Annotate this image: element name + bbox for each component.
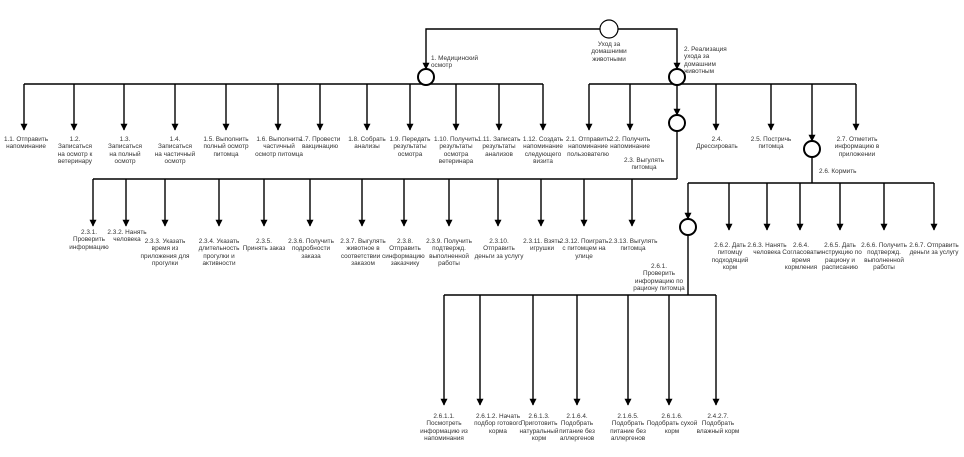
node-label-n1: 1. Медицинский осмотр bbox=[431, 55, 479, 70]
node-label-n1-4: 1.4. Записаться на частичный осмотр bbox=[154, 136, 196, 165]
node-label-n2-3-1: 2.3.1. Проверить информацию bbox=[69, 229, 109, 251]
node-label-n2-6-1-1: 2.6.1.1. Посмотреть информацию из напоми… bbox=[420, 413, 468, 442]
node-label-n1-12: 1.12. Создать напоминание следующего виз… bbox=[522, 136, 564, 165]
gateway-circles bbox=[417, 19, 821, 236]
gateway-circle-n2-6-1[interactable] bbox=[679, 218, 697, 236]
node-label-n2-6-5: 2.6.5. Дать инструкцию по рациону и расп… bbox=[818, 242, 862, 271]
node-label-n2-6-1-4: 2.1.6.4. Подобрать питание без аллергено… bbox=[559, 413, 595, 442]
node-label-n2-6-6: 2.6.6. Получить подтвержд. выполненной р… bbox=[861, 242, 907, 271]
node-label-n2-6-1-6: 2.6.1.6. Подобрать сухой корм bbox=[646, 413, 698, 435]
node-label-n1-11: 1.11. Записать результаты анализов bbox=[477, 136, 521, 158]
node-label-n2-7: 2.7. Отметить информацию в приложении bbox=[834, 136, 880, 158]
node-label-n2-3-12: 2.3.12. Поиграть с питомцем на улице bbox=[559, 238, 609, 260]
gateway-circle-n2[interactable] bbox=[668, 68, 686, 86]
bus-node-2-6-1 bbox=[444, 235, 716, 296]
gateway-circle-n1[interactable] bbox=[417, 68, 435, 86]
node-label-n2-6: 2.6. Кормить bbox=[819, 168, 857, 175]
node-label-n2-3-4: 2.3.4. Указать длительность прогулки и а… bbox=[198, 238, 240, 267]
node-label-n2-6-1-2: 2.6.1.2. Начать подбор готового корма bbox=[474, 413, 522, 435]
node-label-n2-3-7: 2.3.7. Выгулять животное в соответствии … bbox=[340, 238, 386, 267]
node-label-n2-1: 2.1. Отправить напоминание пользователю bbox=[565, 136, 611, 158]
node-label-n2-3-3: 2.3.3. Указать время из приложения для п… bbox=[140, 238, 190, 267]
connector-lines bbox=[20, 28, 938, 406]
edge-root-to-1 bbox=[422, 28, 600, 70]
node-label-n2-6-1-3: 2.6.1.3. Приготовить натуральный корм bbox=[519, 413, 559, 442]
node-label-n1-8: 1.8. Собрать анализы bbox=[348, 136, 386, 151]
node-label-root: Уход за домашними животными bbox=[591, 41, 627, 63]
node-label-n2-2: 2.2. Получить напоминание bbox=[609, 136, 651, 151]
node-label-n2-6-7: 2.6.7. Отправить деньги за услугу bbox=[909, 242, 959, 257]
node-label-n2-3-5: 2.3.5. Принять заказ bbox=[242, 238, 286, 253]
node-label-n2-6-1-7: 2.4.2.7. Подобрать влажный корм bbox=[696, 413, 740, 435]
node-label-n1-6: 1.6. Выполнить частичный осмотр питомца bbox=[255, 136, 303, 158]
bus-node-2-6 bbox=[688, 157, 934, 184]
node-label-n2-6-1: 2.6.1. Проверить информацию по рациону п… bbox=[633, 263, 685, 292]
bus-node-1 bbox=[24, 83, 543, 85]
node-label-n2-3-13: 2.3.13. Выгулять питомца bbox=[608, 238, 658, 253]
node-label-n2-6-4: 2.6.4. Согласовать время кормления bbox=[782, 242, 820, 271]
gateway-circle-n2-3[interactable] bbox=[668, 114, 686, 132]
bus-node-2 bbox=[589, 83, 856, 85]
node-label-n2-6-3: 2.6.3. Нанять человека bbox=[747, 242, 787, 257]
node-label-n1-10: 1.10. Получить результаты осмотра ветери… bbox=[433, 136, 479, 165]
node-label-n1-2: 1.2. Записаться на осмотр к ветеринару bbox=[57, 136, 93, 165]
node-label-n1-7: 1.7. Провести вакцинацию bbox=[299, 136, 341, 151]
gateway-circle-n2-6[interactable] bbox=[803, 140, 821, 158]
node-label-n2-4: 2.4. Дрессировать bbox=[696, 136, 738, 151]
node-label-n1-1: 1.1. Отправить напоминание bbox=[3, 136, 49, 151]
node-label-n2-3-11: 2.3.11. Взять игрушки bbox=[523, 238, 561, 253]
node-label-n2-3-10: 2.3.10. Отправить деньги за услугу bbox=[474, 238, 524, 260]
node-label-n2-5: 2.5. Постричь питомца bbox=[750, 136, 792, 151]
node-label-n2-6-2: 2.6.2. Дать питомцу подходящий корм bbox=[711, 242, 749, 271]
node-label-n2-6-1-5: 2.1.6.5. Подобрать питание без аллергено… bbox=[610, 413, 646, 442]
node-label-n2-3-8: 2.3.8. Отправить информацию заказчику bbox=[385, 238, 425, 267]
edge-root-to-2 bbox=[618, 28, 681, 70]
node-label-n2-3-2: 2.3.2. Нанять человека bbox=[107, 229, 147, 244]
node-label-n1-5: 1.5. Выполнить полный осмотр питомца bbox=[203, 136, 249, 158]
bus-node-2-3 bbox=[93, 131, 678, 180]
node-label-n2: 2. Реализация ухода за домашним животным bbox=[684, 46, 727, 75]
node-label-n2-3-9: 2.3.9. Получить подтвержд. выполненной р… bbox=[426, 238, 472, 267]
node-label-n2-3-6: 2.3.6. Получить подробности заказа bbox=[288, 238, 334, 260]
node-label-n1-3: 1.3. Записаться на полный осмотр bbox=[108, 136, 142, 165]
gateway-circle-root[interactable] bbox=[599, 19, 619, 39]
node-label-n1-9: 1.9. Передать результаты осмотра bbox=[389, 136, 431, 158]
node-label-n2-3: 2.3. Выгулять питомца bbox=[623, 157, 665, 172]
